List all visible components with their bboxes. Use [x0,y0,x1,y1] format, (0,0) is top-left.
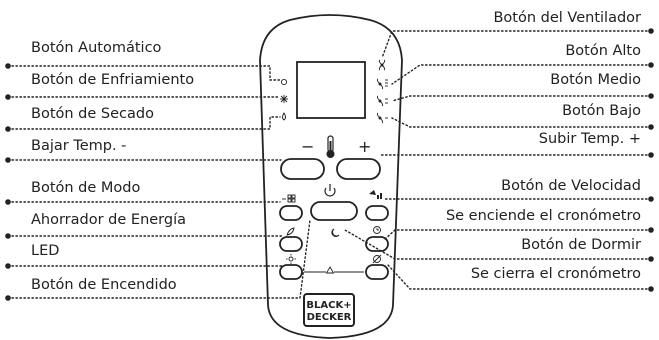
moon-icon [331,228,340,237]
leaf-icon [286,227,295,236]
left-power-leader [7,219,311,299]
brand-line-1: BLACK+ [306,300,351,311]
right-timer_on-leader [383,229,652,241]
timer-off-button[interactable] [365,264,389,280]
left-cool-dot [5,94,11,100]
right-high-dot [648,62,654,68]
lcd-screen [296,61,366,119]
thermometer-icon [326,135,335,158]
timer-on-button[interactable] [365,236,389,252]
right-timer_off-label: Se cierra el cronómetro [470,266,641,282]
left-led-label: LED [31,243,60,259]
timer-on-icon [373,226,381,234]
right-fan-label: Botón del Ventilador [493,10,641,26]
light-icon [286,254,296,264]
power-button[interactable] [310,201,358,221]
left-dry-leader [7,116,281,130]
fan-high-icon [376,78,388,90]
left-dry-dot [5,126,11,132]
left-auto-label: Botón Automático [31,40,162,56]
right-fan-dot [648,28,654,34]
left-led-dot [5,263,11,269]
right-sleep-label: Botón de Dormir [521,237,641,253]
fan-medium-icon [376,95,388,107]
left-mode-dot [5,199,11,205]
left-auto-leader [7,65,281,81]
right-medium-label: Botón Medio [550,72,641,88]
minus-sign: − [301,137,314,156]
left-mode-label: Botón de Modo [31,180,141,196]
droplet-icon [282,112,286,121]
right-low-dot [648,124,654,130]
eco-button[interactable] [279,236,303,252]
right-timer_on-dot [648,227,654,233]
right-medium-dot [648,93,654,99]
snowflake-icon [280,95,288,103]
mode-icon [282,194,296,203]
fan-icon [378,59,386,71]
right-sleep-leader [344,229,652,260]
left-temp_down-dot [5,157,11,163]
right-timer_off-leader [387,264,652,290]
right-speed-dot [648,196,654,202]
led-button[interactable] [279,264,303,280]
right-low-label: Botón Bajo [562,103,641,119]
temp-down-button[interactable] [280,158,325,180]
speed-button[interactable] [365,205,389,221]
right-high-label: Botón Alto [565,43,641,59]
speed-icon [369,190,382,199]
left-eco-label: Ahorrador de Energía [31,212,187,228]
auto-mode-icon [280,78,288,86]
right-sleep-dot [648,256,654,262]
right-timer_off-dot [648,286,654,292]
left-dry-label: Botón de Secado [31,106,154,122]
leader-lines [5,28,654,301]
left-auto-dot [5,63,11,69]
right-timer_on-label: Se enciende el cronómetro [445,208,641,224]
right-low-leader [391,117,652,128]
mode-button[interactable] [279,205,303,221]
brand-line-2: DECKER [307,312,352,323]
left-eco-dot [5,233,11,239]
right-speed-label: Botón de Velocidad [501,178,641,194]
right-high-leader [391,64,652,85]
power-icon [324,184,336,197]
warning-icon [325,266,335,274]
brand-logo [303,293,355,327]
left-power-dot [5,295,11,301]
temp-up-button[interactable] [336,158,381,180]
remote-body [259,14,403,339]
fan-low-icon [376,112,388,124]
right-temp_up-label: Subir Temp. + [538,131,641,147]
right-temp_up-dot [648,152,654,158]
left-power-label: Botón de Encendido [31,277,177,293]
plus-sign: + [358,137,371,156]
left-cool-label: Botón de Enfriamiento [31,72,195,88]
right-medium-leader [391,95,652,102]
timer-off-icon [372,254,382,264]
left-temp_down-label: Bajar Temp. - [31,138,127,154]
